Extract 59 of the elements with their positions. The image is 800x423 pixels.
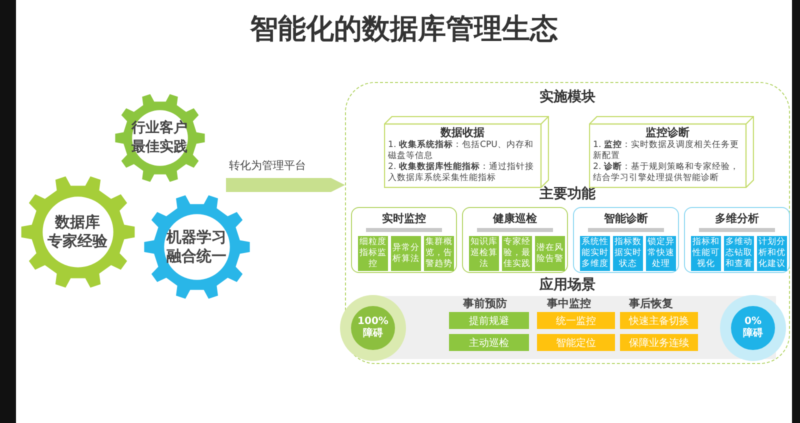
card-heading: 健康巡检 bbox=[492, 211, 538, 226]
column-heading: 事后恢复 bbox=[628, 296, 674, 311]
tag-text: 潜在风险告警 bbox=[536, 242, 564, 264]
scenario-tag bbox=[449, 312, 529, 329]
section-heading: 主要功能 bbox=[538, 185, 596, 203]
tag-text: 知识库巡检算法 bbox=[470, 237, 498, 270]
function-card bbox=[684, 207, 790, 273]
box-heading: 监控诊断 bbox=[644, 125, 690, 140]
tag-text: 智能定位 bbox=[556, 336, 596, 350]
scenario-tag bbox=[620, 312, 698, 329]
title: 智能化的数据库管理生态 bbox=[248, 11, 559, 47]
edge-label: 转化为管理平台 bbox=[228, 158, 307, 173]
card-heading: 智能诊断 bbox=[603, 211, 649, 226]
list-item: 1. 收集系统指标：包括CPU、内存和磁盘等信息 bbox=[388, 140, 534, 162]
tag-text: 多维动态钻取和查看 bbox=[725, 237, 753, 270]
function-card bbox=[351, 207, 457, 273]
list-item: 2. 收集数据库性能指标：通过指针接入数据库系统采集性能指标 bbox=[388, 162, 535, 184]
scenario-tag bbox=[449, 334, 529, 351]
tag-text: 保障业务连续 bbox=[629, 336, 689, 350]
circle-label: 0%障碍 bbox=[742, 316, 764, 340]
tag-text: 统一监控 bbox=[556, 314, 596, 328]
feature-tag bbox=[535, 236, 565, 271]
tag-text: 计划分析和优化建议 bbox=[758, 237, 786, 270]
tag-text: 主动巡检 bbox=[469, 336, 509, 350]
scenario-tag bbox=[537, 334, 615, 351]
card-heading: 多维分析 bbox=[714, 211, 760, 226]
scenario-circle bbox=[340, 295, 406, 361]
tag-text: 锁定异常快速处理 bbox=[647, 237, 675, 270]
tag-text: 异常分析算法 bbox=[392, 242, 420, 264]
scenario-circle bbox=[720, 295, 786, 361]
function-card bbox=[573, 207, 679, 273]
tag-text: 快速主备切换 bbox=[629, 314, 689, 328]
tag-text: 指标数据实时状态 bbox=[614, 237, 642, 270]
list-item: 2. 诊断：基于规则策略和专家经验，结合学习引擎处理提供智能诊断 bbox=[593, 162, 740, 184]
list-item: 1. 监控：实时数据及调度相关任务更新配置 bbox=[593, 140, 740, 162]
column-heading: 事前预防 bbox=[462, 296, 508, 311]
gear bbox=[21, 175, 135, 289]
module-box bbox=[589, 116, 754, 188]
card-heading: 实时监控 bbox=[381, 211, 427, 226]
circle-label: 100%障碍 bbox=[356, 316, 390, 340]
gear bbox=[144, 194, 250, 300]
feature-tag bbox=[391, 236, 421, 271]
gear-label: 数据库专家经验 bbox=[48, 213, 108, 251]
gear bbox=[115, 93, 205, 183]
function-card bbox=[462, 207, 568, 273]
tag-text: 细粒度指标监控 bbox=[359, 237, 387, 270]
tag-text: 提前规避 bbox=[469, 314, 509, 328]
tag-text: 系统性能实时多维度 bbox=[581, 237, 609, 270]
tag-text: 专家经验，最佳实践 bbox=[503, 237, 531, 270]
arrow bbox=[226, 178, 345, 192]
section-heading: 应用场景 bbox=[538, 276, 596, 294]
section-heading: 实施模块 bbox=[538, 88, 596, 106]
scenario-tag bbox=[537, 312, 615, 329]
tag-text: 集群概览，告警趋势 bbox=[425, 237, 453, 270]
column-heading: 事中监控 bbox=[546, 296, 592, 311]
box-heading: 数据收据 bbox=[439, 125, 486, 140]
gear-label: 机器学习融合统一 bbox=[166, 228, 228, 266]
scenario-tag bbox=[620, 334, 698, 351]
tag-text: 指标和性能可视化 bbox=[692, 237, 720, 270]
